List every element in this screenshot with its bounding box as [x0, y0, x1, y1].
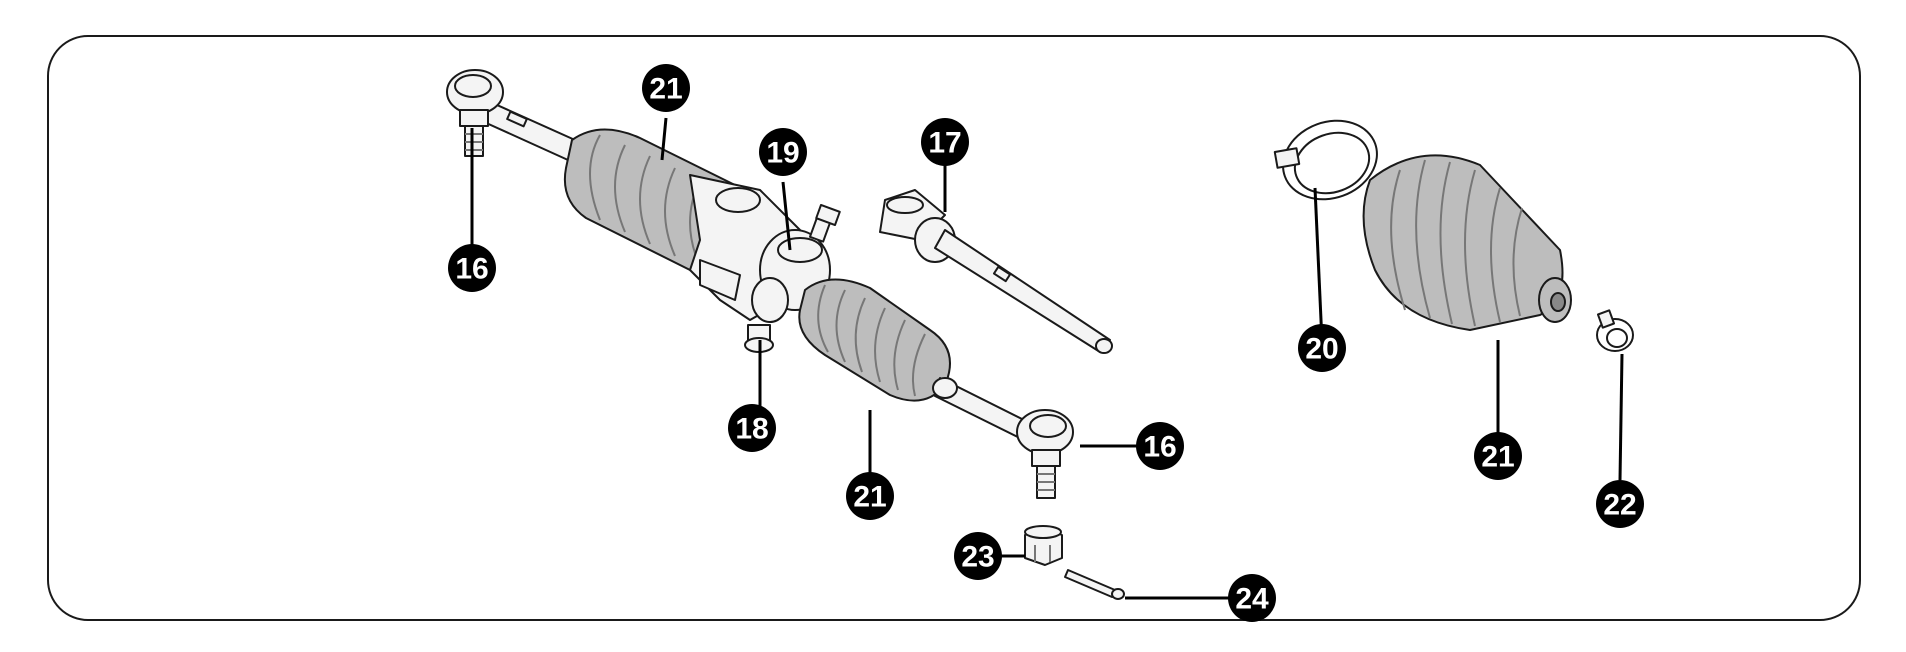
callout-24-label: 24	[1235, 583, 1269, 616]
clamp-ring	[1273, 119, 1378, 201]
callout-20-label: 20	[1305, 333, 1338, 366]
callout-17: 17	[921, 118, 969, 166]
cotter-pin	[1064, 569, 1125, 600]
callout-22-label: 22	[1603, 489, 1636, 522]
callout-20: 20	[1298, 324, 1346, 372]
inner-tie-rod	[879, 189, 1113, 354]
separate-boot	[1362, 154, 1572, 331]
callout-23-label: 23	[961, 541, 994, 574]
callout-21-boot-label: 21	[1481, 441, 1514, 474]
callout-16-left: 16	[448, 244, 496, 292]
callout-18-label: 18	[735, 413, 768, 446]
callout-22: 22	[1596, 480, 1644, 528]
callout-16-right-label: 16	[1143, 431, 1176, 464]
leader-lines	[470, 117, 1624, 600]
callout-21-rack-right: 21	[846, 472, 894, 520]
callout-18: 18	[728, 404, 776, 452]
small-clip	[1596, 309, 1634, 352]
callout-21-rack-left: 21	[642, 64, 690, 112]
callout-19-label: 19	[766, 137, 799, 170]
callout-21-boot: 21	[1474, 432, 1522, 480]
callout-24: 24	[1228, 574, 1276, 622]
diagram-frame	[47, 35, 1861, 621]
castle-nut	[1024, 525, 1063, 566]
callout-21-rack-right-label: 21	[853, 481, 886, 514]
callout-21-rack-left-label: 21	[649, 73, 682, 106]
callout-23: 23	[954, 532, 1002, 580]
callout-16-left-label: 16	[455, 253, 488, 286]
callout-17-label: 17	[928, 127, 961, 160]
callout-19: 19	[759, 128, 807, 176]
steering-rack-assembly	[446, 69, 1074, 499]
callout-16-right: 16	[1136, 422, 1184, 470]
